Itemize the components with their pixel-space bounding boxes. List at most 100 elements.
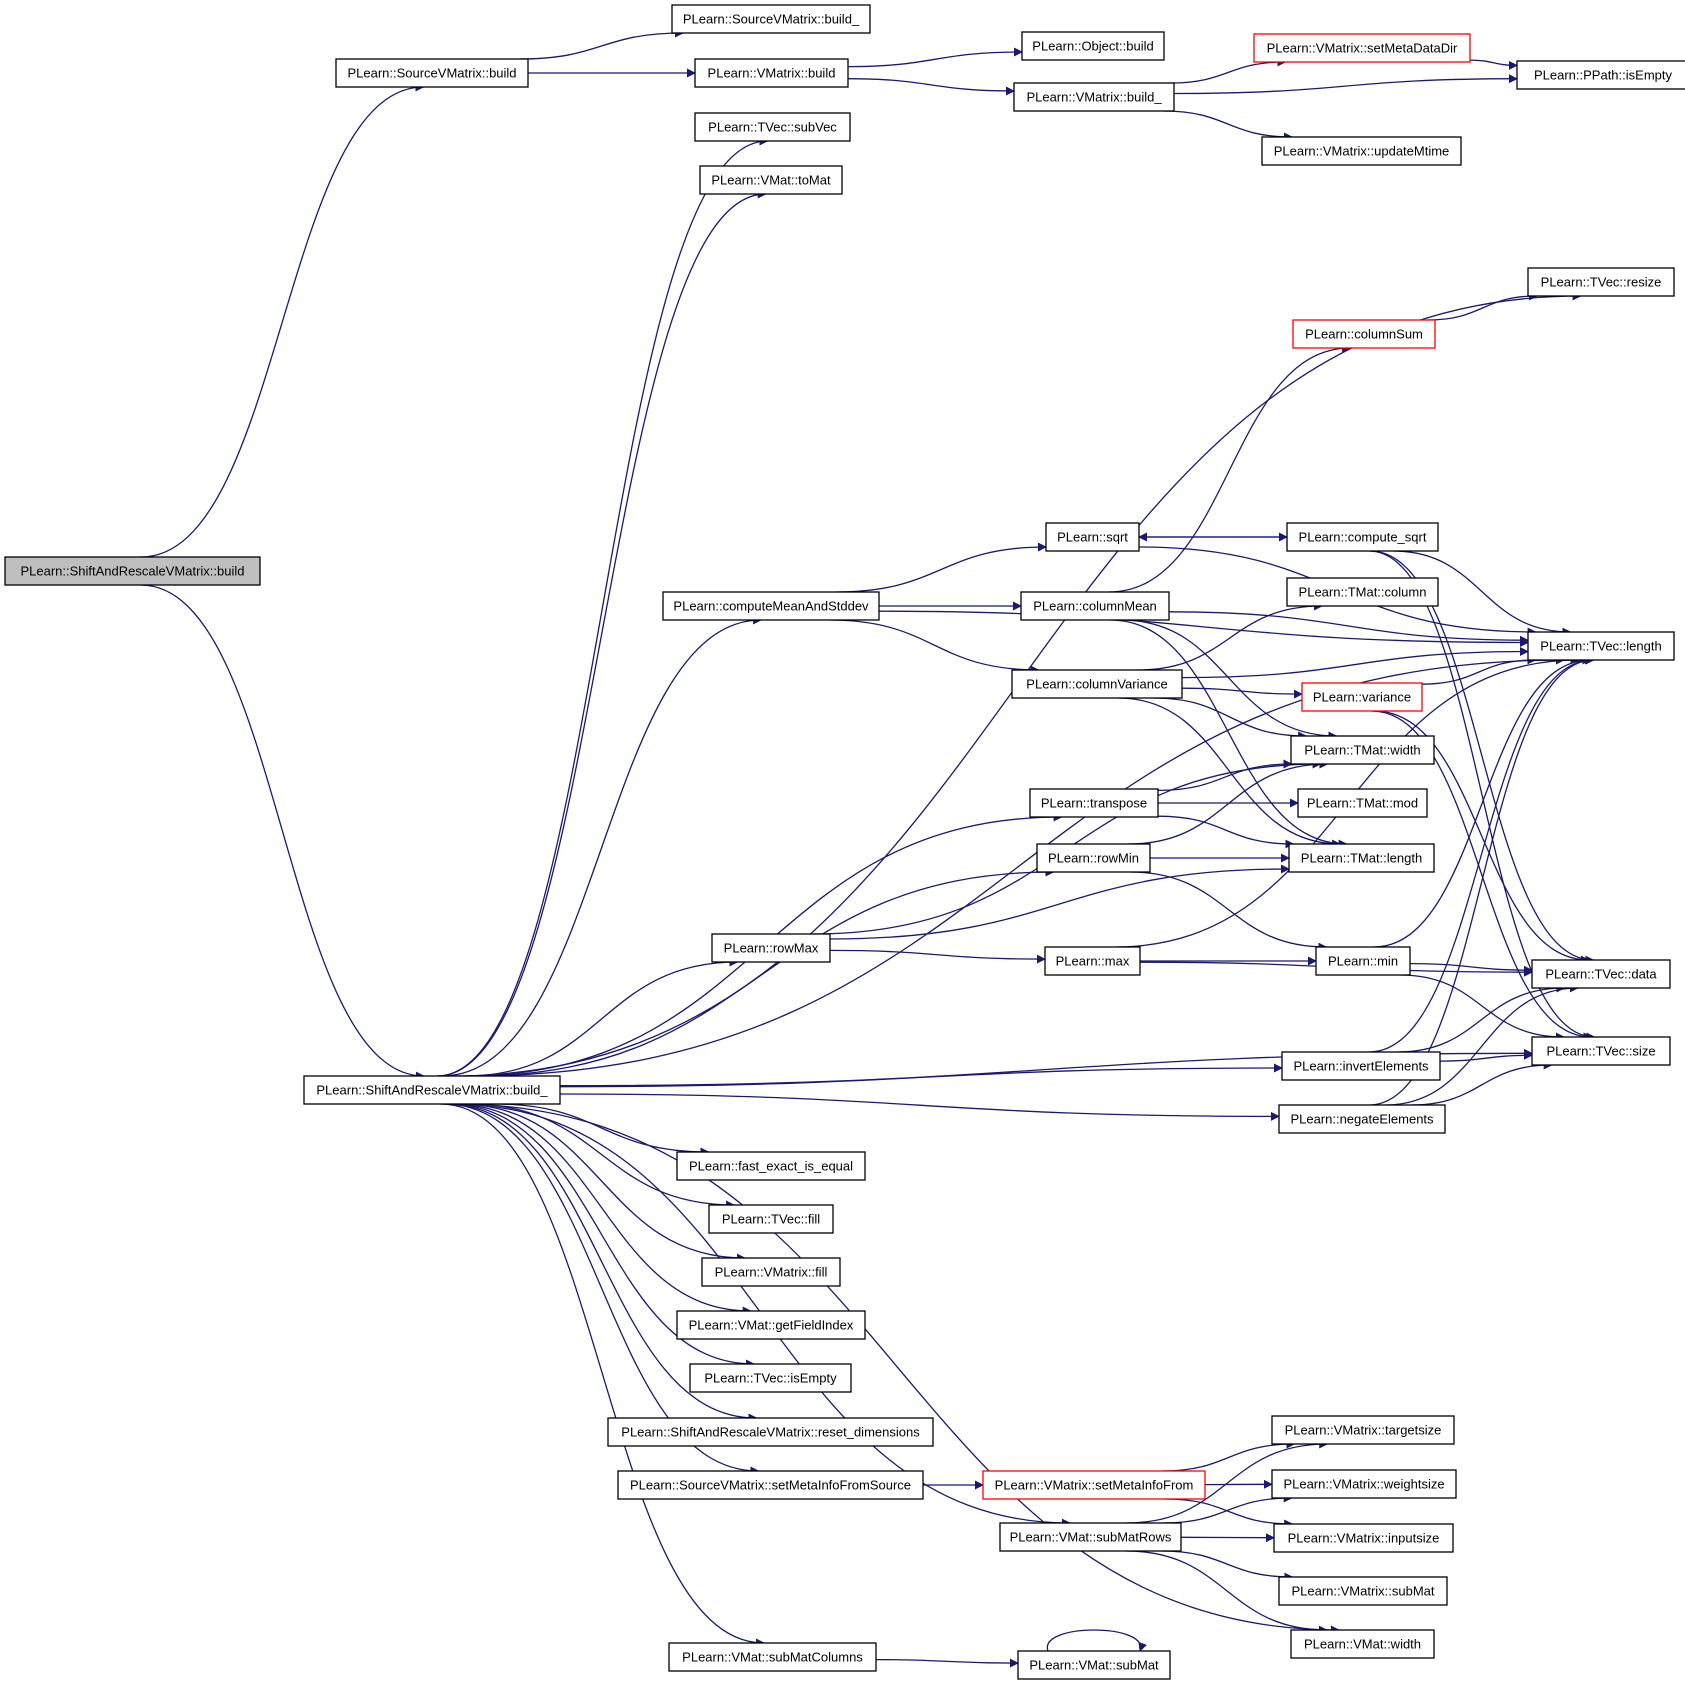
node-min[interactable]: PLearn::min — [1315, 946, 1411, 976]
node-vmat-submat[interactable]: PLearn::VMat::subMat — [1017, 1650, 1171, 1680]
edge-cmas-to-column-variance — [829, 619, 1040, 675]
node-box — [694, 58, 849, 88]
node-label: PLearn::TVec::subVec — [708, 120, 837, 135]
edge-cmas-to-tvec-length — [878, 610, 1529, 647]
node-tvec-isempty[interactable]: PLearn::TVec::isEmpty — [689, 1363, 852, 1393]
node-label: PLearn::TMat::width — [1304, 743, 1420, 758]
node-label: PLearn::variance — [1313, 690, 1411, 705]
node-label: PLearn::columnVariance — [1026, 677, 1167, 692]
edge-variance-to-tvec-data — [1374, 710, 1590, 965]
edge-sub-mat-rows-to-vmat-width — [1126, 1550, 1328, 1635]
node-box — [676, 1310, 866, 1340]
node-negate-elements[interactable]: PLearn::negateElements — [1278, 1104, 1446, 1134]
node-label: PLearn::PPath::isEmpty — [1534, 68, 1673, 83]
edge-transpose-to-tmat-width — [1157, 759, 1293, 792]
node-label: PLearn::VMat::toMat — [711, 173, 831, 188]
node-label: PLearn::VMatrix::targetsize — [1285, 1423, 1442, 1438]
node-column-sum[interactable]: PLearn::columnSum — [1292, 319, 1436, 349]
node-svm-build-[interactable]: PLearn::SourceVMatrix::build_ — [671, 4, 871, 34]
edge-vm-build--to-update-mtime — [1163, 110, 1293, 142]
node-box — [1044, 946, 1141, 976]
node-sarvm-build-[interactable]: PLearn::ShiftAndRescaleVMatrix::build_ — [303, 1075, 561, 1105]
edge-variance-to-tvec-size — [1371, 710, 1593, 1042]
edge-vm-build-to-vm-build- — [847, 78, 1015, 96]
node-vm-build-[interactable]: PLearn::VMatrix::build_ — [1013, 82, 1175, 112]
node-box — [1036, 843, 1151, 873]
node-vmatrix-fill[interactable]: PLearn::VMatrix::fill — [701, 1257, 841, 1287]
node-sqrt[interactable]: PLearn::sqrt — [1045, 522, 1140, 552]
node-row-max[interactable]: PLearn::rowMax — [711, 933, 831, 963]
node-cmas[interactable]: PLearn::computeMeanAndStddev — [662, 591, 880, 621]
node-inputsize[interactable]: PLearn::VMatrix::inputsize — [1273, 1523, 1454, 1553]
node-label: PLearn::TMat::column — [1299, 585, 1427, 600]
node-ppath-isempty[interactable]: PLearn::PPath::isEmpty — [1516, 60, 1685, 90]
node-set-meta-info[interactable]: PLearn::VMatrix::setMetaInfoFrom — [982, 1470, 1206, 1500]
node-box — [335, 58, 529, 88]
edge-column-mean-to-tvec-length — [1168, 611, 1529, 645]
node-tvec-resize[interactable]: PLearn::TVec::resize — [1527, 267, 1675, 297]
node-tvec-length[interactable]: PLearn::TVec::length — [1527, 631, 1675, 661]
node-label: PLearn::columnSum — [1305, 327, 1423, 342]
edge-sarvm-build--to-sub-mat-cols — [440, 1103, 765, 1648]
node-tmat-width[interactable]: PLearn::TMat::width — [1290, 735, 1435, 765]
node-sub-mat-cols[interactable]: PLearn::VMat::subMatColumns — [668, 1642, 877, 1672]
node-label: PLearn::SourceVMatrix::setMetaInfoFromSo… — [630, 1478, 911, 1493]
node-variance[interactable]: PLearn::variance — [1301, 682, 1423, 712]
edge-sarvm-build--to-tvec-fill — [468, 1103, 736, 1210]
node-tmat-column[interactable]: PLearn::TMat::column — [1286, 577, 1439, 607]
node-tvec-subvec[interactable]: PLearn::TVec::subVec — [694, 112, 851, 142]
node-box — [1045, 522, 1140, 552]
node-box — [1288, 843, 1435, 873]
node-column-variance[interactable]: PLearn::columnVariance — [1011, 669, 1183, 699]
node-row-min[interactable]: PLearn::rowMin — [1036, 843, 1151, 873]
node-vmat-tomat[interactable]: PLearn::VMat::toMat — [699, 165, 843, 195]
node-vmatrix-submat[interactable]: PLearn::VMatrix::subMat — [1278, 1576, 1448, 1606]
edge-sub-mat-rows-to-targetsize — [1126, 1439, 1329, 1524]
node-label: PLearn::fast_exact_is_equal — [689, 1159, 853, 1174]
node-obj-build[interactable]: PLearn::Object::build — [1021, 31, 1165, 61]
node-svm-build[interactable]: PLearn::SourceVMatrix::build — [335, 58, 529, 88]
edge-row-max-to-max — [829, 949, 1046, 964]
node-vmat-width[interactable]: PLearn::VMat::width — [1290, 1629, 1435, 1659]
node-label: PLearn::compute_sqrt — [1299, 530, 1427, 545]
node-tvec-fill[interactable]: PLearn::TVec::fill — [708, 1204, 834, 1234]
node-box — [689, 1363, 852, 1393]
node-label: PLearn::ShiftAndRescaleVMatrix::build — [20, 564, 244, 579]
node-get-field-index[interactable]: PLearn::VMat::getFieldIndex — [676, 1310, 866, 1340]
node-transpose[interactable]: PLearn::transpose — [1029, 788, 1159, 818]
node-box — [1020, 591, 1170, 621]
edge-variance-to-tvec-length — [1421, 655, 1537, 685]
node-set-meta-dir[interactable]: PLearn::VMatrix::setMetaDataDir — [1253, 33, 1471, 63]
node-update-mtime[interactable]: PLearn::VMatrix::updateMtime — [1261, 136, 1462, 166]
node-box — [1271, 1415, 1455, 1445]
node-sub-mat-rows[interactable]: PLearn::VMat::subMatRows — [999, 1522, 1182, 1552]
node-invert-elements[interactable]: PLearn::invertElements — [1281, 1051, 1441, 1081]
node-vm-build[interactable]: PLearn::VMatrix::build — [694, 58, 849, 88]
node-box — [1017, 1650, 1171, 1680]
node-box — [1297, 788, 1428, 818]
edge-column-variance-to-tmat-length — [1118, 697, 1342, 849]
node-reset-dims[interactable]: PLearn::ShiftAndRescaleVMatrix::reset_di… — [607, 1417, 934, 1447]
node-label: PLearn::TMat::mod — [1307, 796, 1418, 811]
node-label: PLearn::VMatrix::build — [708, 66, 836, 81]
node-column-mean[interactable]: PLearn::columnMean — [1020, 591, 1170, 621]
edge-compute-sqrt-to-tvec-length — [1393, 550, 1572, 637]
node-tvec-size[interactable]: PLearn::TVec::size — [1531, 1036, 1671, 1066]
edge-svm-build-to-svm-build- — [519, 28, 684, 60]
edge-min-to-tvec-data — [1409, 962, 1533, 975]
node-root[interactable]: PLearn::ShiftAndRescaleVMatrix::build — [4, 556, 261, 586]
node-compute-sqrt[interactable]: PLearn::compute_sqrt — [1286, 522, 1439, 552]
node-set-meta-info-src[interactable]: PLearn::SourceVMatrix::setMetaInfoFromSo… — [617, 1470, 924, 1500]
node-label: PLearn::VMat::subMat — [1029, 1658, 1159, 1673]
node-fast-exact[interactable]: PLearn::fast_exact_is_equal — [676, 1151, 866, 1181]
node-max[interactable]: PLearn::max — [1044, 946, 1141, 976]
node-targetsize[interactable]: PLearn::VMatrix::targetsize — [1271, 1415, 1455, 1445]
node-tmat-length[interactable]: PLearn::TMat::length — [1288, 843, 1435, 873]
node-tvec-data[interactable]: PLearn::TVec::data — [1531, 959, 1671, 989]
node-tmat-mod[interactable]: PLearn::TMat::mod — [1297, 788, 1428, 818]
node-weightsize[interactable]: PLearn::VMatrix::weightsize — [1271, 1469, 1457, 1499]
edge-compute-sqrt-to-tvec-data — [1370, 550, 1595, 965]
edge-sarvm-build--to-row-max — [465, 957, 739, 1077]
node-label: PLearn::VMatrix::updateMtime — [1274, 144, 1450, 159]
